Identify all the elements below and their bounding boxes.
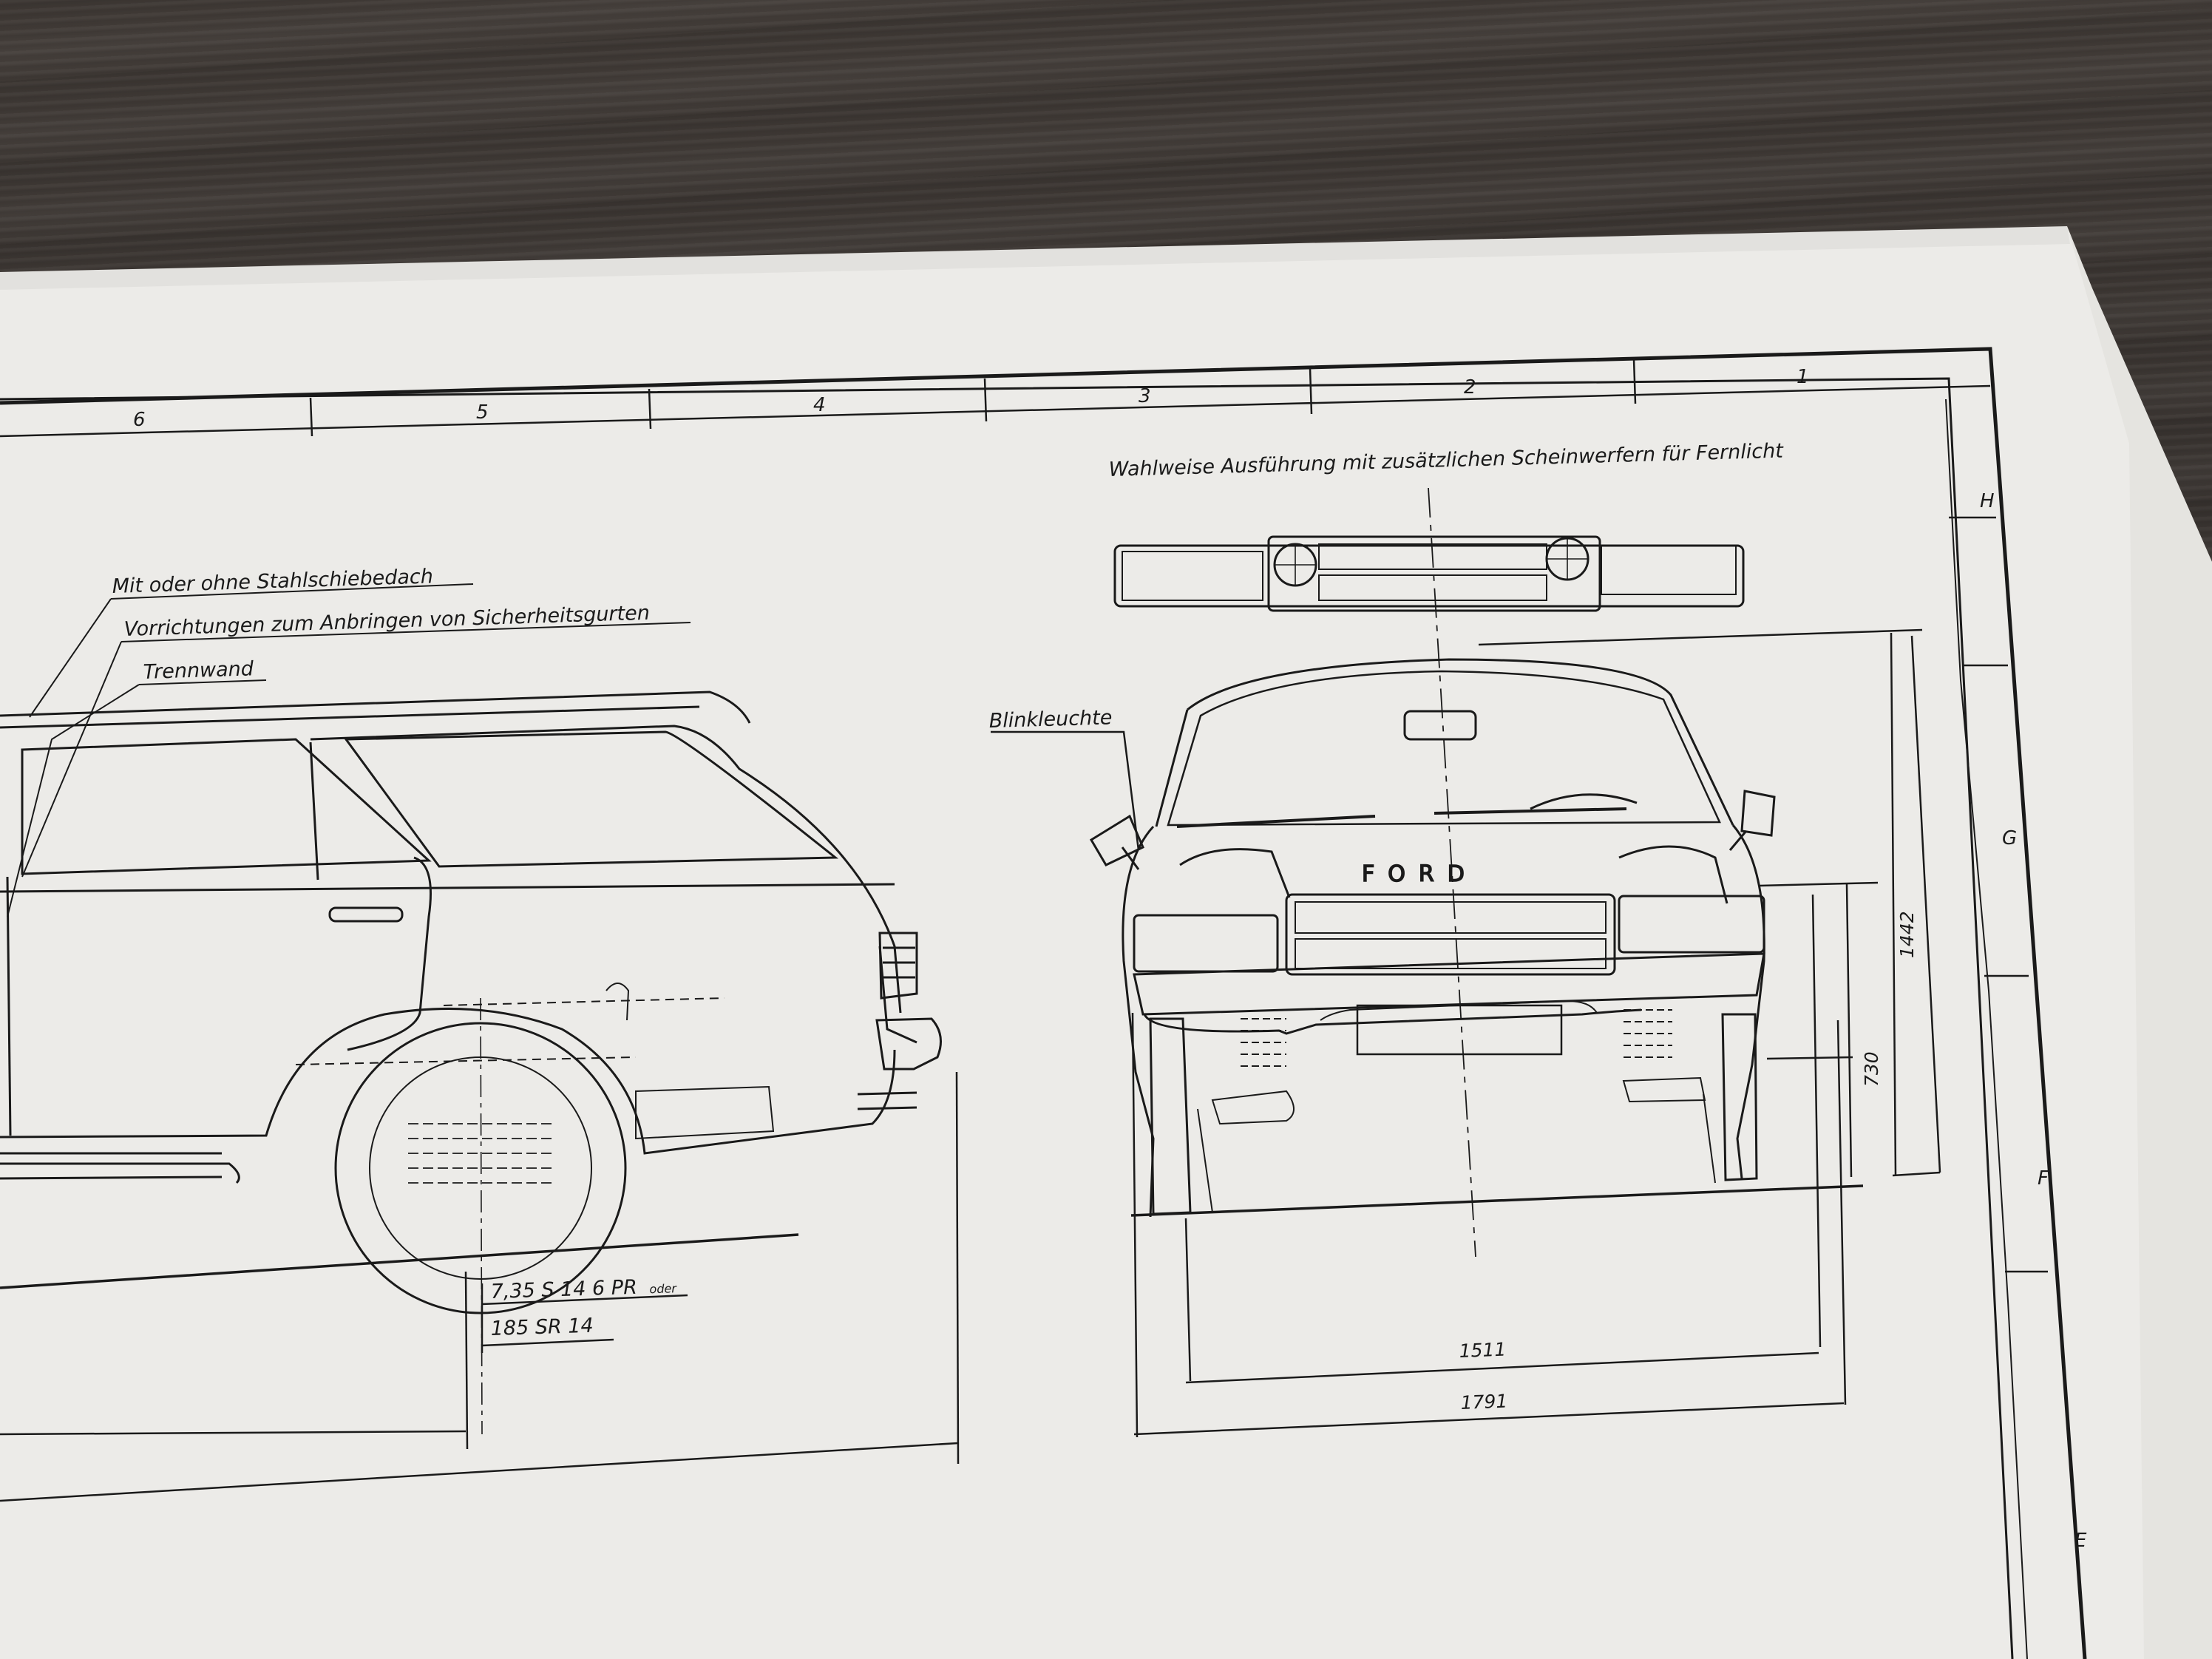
zone-3: 3 [1139,385,1151,407]
zone-strip [0,359,1991,438]
licence-plate [1356,1004,1563,1056]
front-grille [1285,893,1616,976]
rear-wheel [334,1022,627,1314]
brand-lettering: FORD [1362,861,1478,887]
front-ground-line [1130,1184,1864,1217]
zone-5: 5 [476,401,489,424]
zone-2: 2 [1464,376,1476,398]
zone-right-ticks [1949,516,2048,1273]
dim-track: 1511 [1459,1339,1507,1362]
front-dimensions [991,628,1941,1438]
tail-lamp [878,932,918,1000]
zone-E: E [2074,1530,2087,1552]
quarter-window [344,730,839,868]
zone-labels: 6 5 4 3 2 1 H G F E [133,366,2087,1552]
side-dimensions [0,1071,960,1502]
left-wing-mirror [1089,814,1144,866]
rear-view-mirror [1403,710,1477,741]
centre-line [1428,487,1476,1258]
indicator-note: Blinkleuchte [988,706,1112,733]
side-leaders [7,583,691,917]
paper [0,226,2212,1659]
dim-height: 1442 [1896,911,1918,958]
tyre-size-2: 185 SR 14 [490,1314,594,1340]
zone-4: 4 [813,394,826,416]
optional-lamp-bar [1113,535,1745,612]
front-bumper [1133,952,1765,1016]
right-wing-mirror [1740,790,1776,837]
paper-shadow [0,226,2070,290]
front-right-tyre [1721,1013,1758,1181]
right-headlamp [1618,895,1765,954]
zone-6: 6 [133,409,146,431]
dim-centre-height: 730 [1861,1051,1882,1087]
front-view-car [1089,658,1864,1218]
zone-H: H [1980,490,1995,512]
side-ground-line [0,1233,799,1289]
tyre-size-1-text: 7,35 S 14 6 PR [490,1276,637,1303]
rear-bumper [875,1017,942,1071]
front-springs [1241,1009,1672,1067]
tyre-oder-text: oder [649,1281,677,1296]
zone-G: G [2002,827,2017,849]
side-view-car [0,691,942,1435]
door-handle [328,906,404,923]
tyre-size-1: 7,35 S 14 6 PR oder [490,1275,677,1303]
dim-width: 1791 [1460,1391,1508,1414]
rear-door-window [21,738,432,875]
zone-1: 1 [1797,366,1809,388]
partition-note: Trennwand [143,657,254,684]
zone-F: F [2038,1167,2049,1190]
